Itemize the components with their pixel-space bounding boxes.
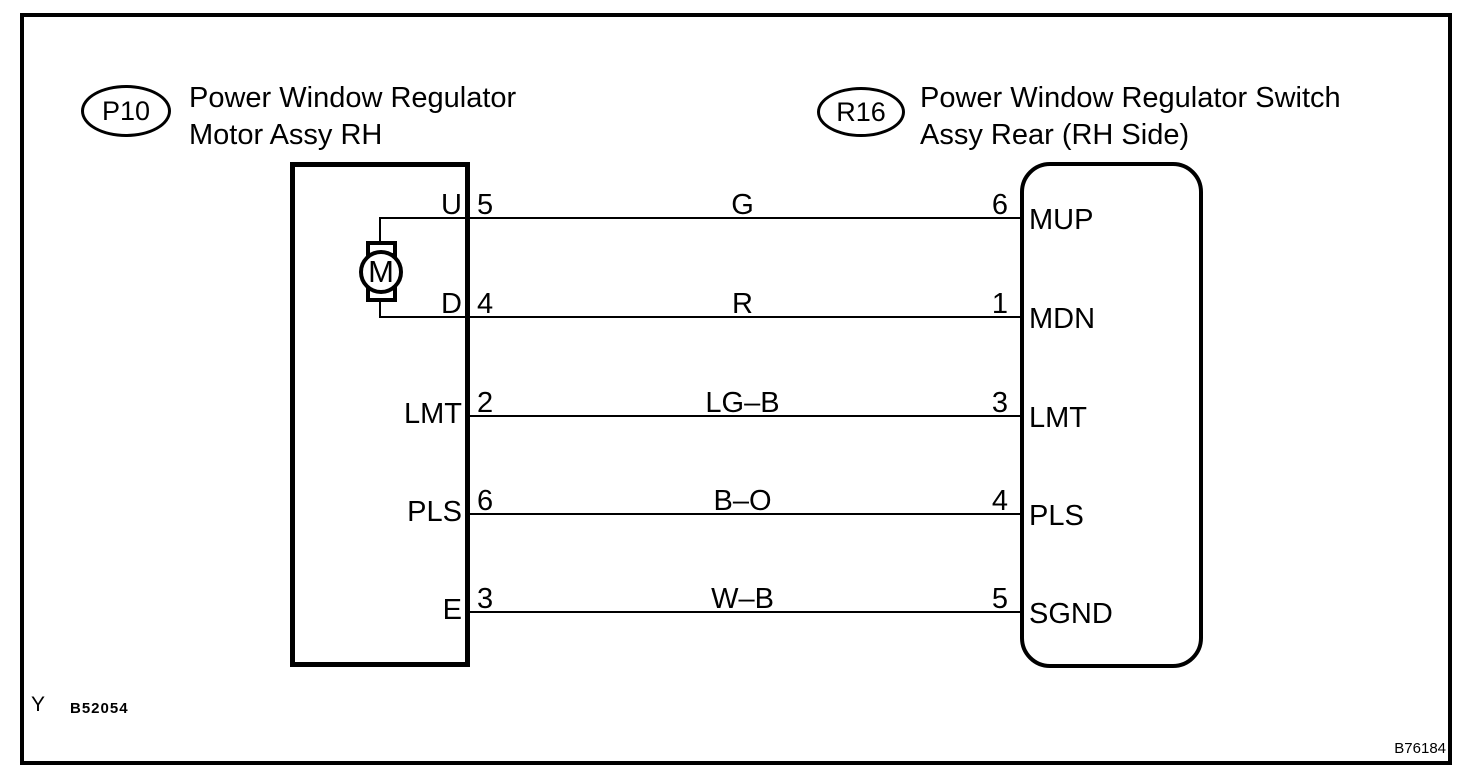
wire-line: [468, 611, 1022, 613]
motor-pin-label: PLS: [407, 496, 462, 528]
wire-line: [468, 513, 1022, 515]
right-connector-title-line1: Power Window Regulator Switch: [920, 82, 1341, 114]
motor-pin-number: 3: [477, 583, 494, 615]
motor-pin-label: U: [441, 189, 462, 221]
left-connector-title-line1: Power Window Regulator: [189, 82, 517, 114]
footer-right-code: B76184: [1394, 740, 1446, 757]
motor-symbol-letter: M: [368, 254, 394, 289]
motor-pin-number: 5: [477, 189, 494, 221]
wire-color-label: R: [732, 288, 753, 320]
switch-pin-number: 1: [991, 288, 1008, 320]
left-connector-title-line2: Motor Assy RH: [189, 119, 383, 151]
switch-pin-number: 3: [991, 387, 1008, 419]
motor-pin-number: 4: [477, 288, 494, 320]
switch-pin-number: 4: [991, 485, 1008, 517]
connector-code-text: R16: [836, 96, 886, 127]
wire-line: [468, 415, 1022, 417]
motor-lead-down: [379, 298, 381, 317]
wire-color-label: G: [731, 189, 754, 221]
switch-pin-label: MUP: [1029, 204, 1094, 236]
motor-lead-up: [379, 218, 381, 244]
wire-color-label: B–O: [713, 485, 772, 517]
switch-pin-number: 6: [991, 189, 1008, 221]
connector-code-text: P10: [101, 95, 151, 126]
wire-line: [379, 316, 1022, 318]
wire-color-label: LG–B: [705, 387, 780, 419]
motor-pin-label: E: [442, 594, 462, 626]
switch-pin-label: PLS: [1029, 500, 1084, 532]
right-connector-title: Power Window Regulator Switch Assy Rear …: [920, 80, 1341, 154]
left-connector-title: Power Window Regulator Motor Assy RH: [189, 80, 516, 154]
switch-pin-label: MDN: [1029, 303, 1096, 335]
switch-pin-label: LMT: [1029, 402, 1087, 434]
motor-pin-number: 6: [477, 485, 494, 517]
motor-pin-label: D: [441, 288, 462, 320]
motor-pin-label: LMT: [404, 398, 462, 430]
right-connector-title-line2: Assy Rear (RH Side): [920, 119, 1190, 151]
motor-icon: M: [359, 250, 403, 294]
switch-connector-box: [1020, 162, 1203, 668]
footer-mark: Y: [31, 693, 46, 716]
switch-pin-label: SGND: [1029, 598, 1113, 630]
switch-pin-number: 5: [991, 583, 1008, 615]
wire-line: [379, 217, 1022, 219]
diagram-border: [20, 13, 1452, 765]
footer-left-code: B52054: [70, 700, 129, 717]
connector-code-badge-r16: R16: [817, 87, 905, 137]
motor-pin-number: 2: [477, 387, 494, 419]
wire-color-label: W–B: [711, 583, 774, 615]
connector-code-badge-p10: P10: [81, 85, 171, 137]
